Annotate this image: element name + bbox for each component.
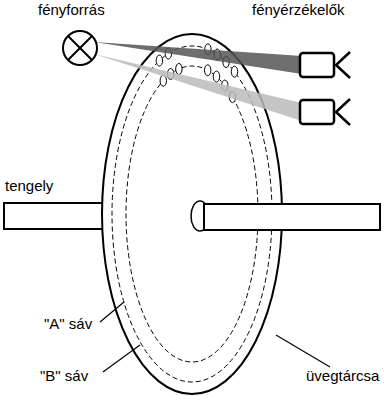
light-beam bbox=[94, 42, 302, 74]
leader-line bbox=[100, 302, 124, 322]
light-sensor bbox=[300, 52, 350, 78]
part-label: tengely bbox=[5, 178, 53, 195]
light-source bbox=[68, 36, 92, 60]
part-label: fényforrás bbox=[38, 2, 105, 19]
axle bbox=[204, 204, 380, 230]
light-source bbox=[68, 36, 92, 60]
hole bbox=[156, 55, 162, 66]
part-label: fényérzékelők bbox=[252, 2, 345, 19]
part-label: üvegtárcsa bbox=[306, 368, 379, 385]
part-label: "B" sáv bbox=[40, 368, 88, 385]
hole bbox=[213, 71, 219, 82]
light-sensor bbox=[300, 99, 350, 125]
hole bbox=[204, 65, 210, 76]
axle bbox=[4, 203, 110, 229]
leader-line bbox=[103, 345, 140, 372]
light-beam bbox=[94, 54, 302, 121]
hole bbox=[176, 63, 182, 74]
leader-line bbox=[276, 335, 330, 367]
part-label: "A" sáv bbox=[44, 316, 92, 333]
light-source bbox=[63, 31, 97, 65]
hole bbox=[231, 66, 237, 77]
